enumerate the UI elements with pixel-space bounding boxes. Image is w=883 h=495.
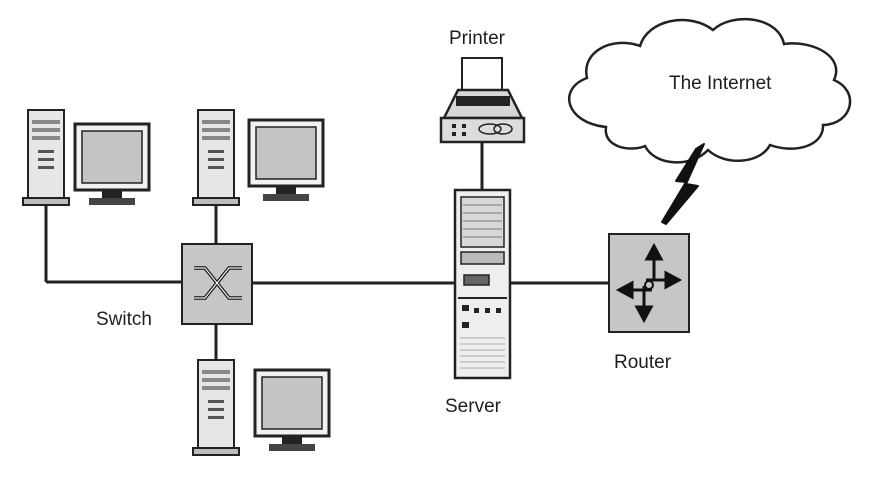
switch-label: Switch <box>96 309 152 330</box>
printer-label: Printer <box>449 28 505 49</box>
switch-icon <box>181 243 253 325</box>
router-label: Router <box>614 352 672 373</box>
desktop-computer-icon <box>192 359 331 456</box>
router-icon <box>608 233 690 333</box>
server-label: Server <box>445 396 501 417</box>
printer-icon <box>439 57 526 144</box>
server-icon <box>453 188 512 380</box>
connection-lines <box>44 142 609 360</box>
internet-label: The Internet <box>669 73 772 94</box>
desktop-computer-icon <box>22 109 151 207</box>
desktop-computer-icon <box>192 109 325 206</box>
lightning-bolt-icon <box>661 143 705 225</box>
